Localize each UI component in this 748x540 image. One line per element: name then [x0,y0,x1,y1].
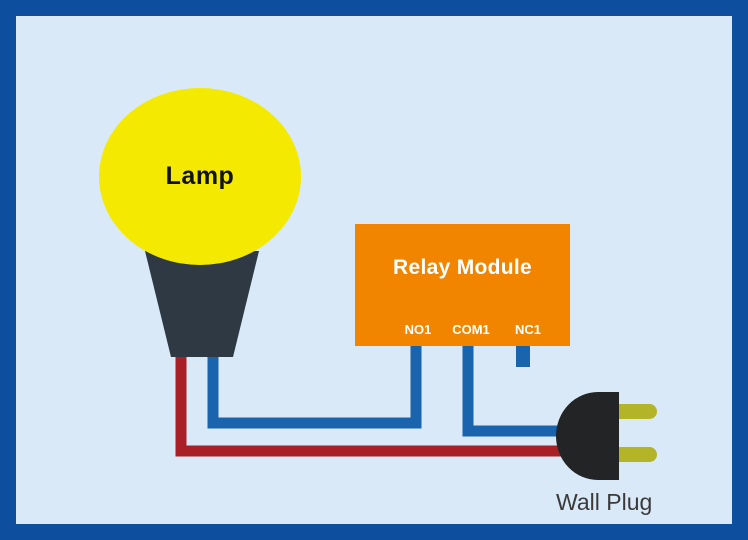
relay-module: Relay Module NO1 COM1 NC1 [355,224,570,346]
blue-wire-lamp-to-no1 [207,338,422,429]
blue-wire-com1-to-plug [462,338,582,437]
plug-body [556,392,619,480]
terminal-label-no1: NO1 [404,322,432,337]
relay-title: Relay Module [393,256,532,279]
terminal-label-com1: COM1 [452,322,490,337]
lamp-base [145,251,259,357]
wall-plug-label: Wall Plug [556,489,653,515]
plug-prong-bottom [610,447,657,462]
plug-prong-top [610,404,657,419]
terminal-label-nc1: NC1 [514,322,542,337]
nc1-terminal-stub [516,340,530,367]
lamp-label: Lamp [165,162,235,190]
lamp-bulb: Lamp [99,88,301,265]
red-wire-lamp-to-plug [175,345,591,457]
